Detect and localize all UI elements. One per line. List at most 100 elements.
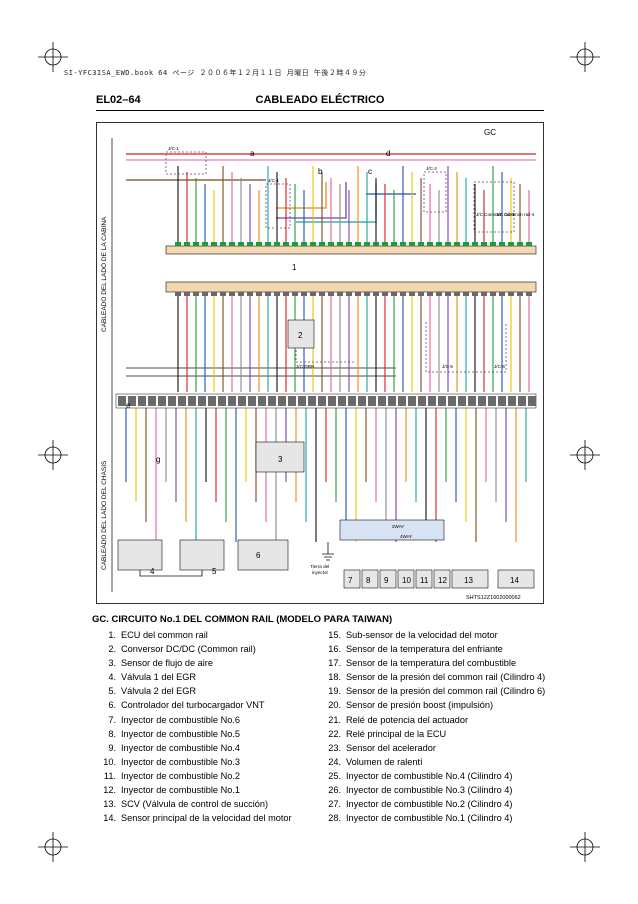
pin-marker	[229, 292, 235, 296]
legend-item-text: Sensor principal de la velocidad del mot…	[121, 813, 292, 824]
pin-marker	[238, 292, 244, 296]
legend-item: 7.Inyector de combustible No.6	[92, 713, 312, 727]
legend-item-text: Inyector de combustible No.1 (Cilindro 4…	[346, 813, 513, 824]
pin-marker	[337, 242, 343, 246]
component-number: 5	[212, 567, 217, 576]
pin-marker	[391, 292, 397, 296]
page-header: EL02–64 CABLEADO ELÉCTRICO	[96, 94, 544, 108]
junction-label: J/C Common rail-3	[476, 212, 515, 217]
injector-box	[397, 569, 415, 589]
legend-item-text: Válvula 2 del EGR	[121, 686, 197, 697]
wire-letter: e	[126, 401, 131, 410]
legend-item-text: Sensor de la temperatura del combustible	[346, 658, 517, 669]
legend-item: 20.Sensor de presión boost (impulsión)	[317, 698, 547, 712]
wire	[276, 182, 327, 209]
junction-label: J/C-6	[494, 364, 505, 369]
pin-marker	[220, 292, 226, 296]
chassis-pin	[518, 396, 526, 406]
pin-marker	[301, 242, 307, 246]
pin-marker	[472, 242, 478, 246]
chassis-pin	[188, 396, 196, 406]
legend-item: 8.Inyector de combustible No.5	[92, 727, 312, 741]
pin-marker	[211, 292, 217, 296]
legend-item: 10.Inyector de combustible No.3	[92, 755, 312, 769]
registration-mark-icon	[570, 832, 600, 862]
diagram-frame	[96, 122, 544, 604]
component-number: 11	[420, 576, 429, 585]
chassis-pin	[168, 396, 176, 406]
legend-item-text: Inyector de combustible No.6	[121, 714, 240, 725]
vnt-controller	[237, 539, 289, 571]
junction-label: J/C Common rail-4	[496, 212, 535, 217]
legend-item-text: Inyector de combustible No.3 (Cilindro 4…	[346, 785, 513, 796]
pin-marker	[355, 242, 361, 246]
component-number: 3	[278, 455, 283, 464]
injector-box	[343, 569, 361, 589]
chassis-pin	[128, 396, 136, 406]
legend-item-number: 26.	[328, 785, 341, 796]
print-mark: SI-YFC3ISA_EWD.book 64 ページ ２００６年１２月１１日 月…	[64, 69, 367, 77]
inner-label: 2WAY	[392, 524, 404, 529]
legend-item-number: 23.	[328, 742, 341, 753]
junction-label: J/C-1	[268, 178, 279, 183]
pin-marker	[400, 242, 406, 246]
pin-marker	[454, 292, 460, 296]
chassis-pin	[138, 396, 146, 406]
speed-sensor-box	[497, 569, 535, 589]
legend-item: 4.Válvula 1 del EGR	[92, 670, 312, 684]
egr-valve-2	[179, 539, 225, 571]
wire-letter: d	[386, 149, 390, 158]
legend-item: 14. Sensor principal de la velocidad del …	[92, 811, 312, 825]
pin-marker	[193, 292, 199, 296]
chassis-pin	[358, 396, 366, 406]
legend-item-text: Inyector de combustible No.5	[121, 728, 240, 739]
legend-item: 5.Válvula 2 del EGR	[92, 684, 312, 698]
chassis-pin	[208, 396, 216, 406]
legend-item: 18.Sensor de la presión del common rail …	[317, 670, 547, 684]
legend-item-text: Inyector de combustible No.4 (Cilindro 4…	[346, 770, 513, 781]
legend-item: 6.Controlador del turbocargador VNT	[92, 698, 312, 712]
legend-item-text: Sensor de la presión del common rail (Ci…	[346, 686, 546, 697]
wire-letter: b	[318, 167, 323, 176]
registration-mark-icon	[570, 42, 600, 72]
pin-marker	[526, 242, 532, 246]
pin-marker	[427, 292, 433, 296]
shield-wire	[425, 322, 507, 373]
legend-item-text: Sensor del acelerador	[346, 742, 436, 753]
legend-item: 21.Relé de potencia del actuador	[317, 713, 547, 727]
pin-marker	[382, 292, 388, 296]
pin-marker	[364, 292, 370, 296]
injector-box	[415, 569, 433, 589]
junction-label: J/C-2	[426, 166, 437, 171]
legend-item: 3.Sensor de flujo de aire	[92, 656, 312, 670]
component-number: 6	[256, 551, 261, 560]
legend-item-number: 6.	[108, 700, 116, 711]
chassis-pin	[398, 396, 406, 406]
legend-item: 15.Sub-sensor de la velocidad del motor	[317, 628, 547, 642]
chassis-pin	[148, 396, 156, 406]
legend-item-number: 24.	[328, 756, 341, 767]
legend-item-text: Sensor de la presión del common rail (Ci…	[346, 672, 546, 683]
pin-marker	[427, 242, 433, 246]
airflow-sensor	[255, 441, 305, 473]
pin-marker	[454, 242, 460, 246]
chassis-side-label: CABLEADO DEL LADO DEL CHASIS	[101, 460, 108, 570]
legend-item-number: 15.	[328, 630, 341, 640]
pin-marker	[319, 242, 325, 246]
chassis-pin	[488, 396, 496, 406]
legend-item-text: Relé principal de la ECU	[346, 728, 447, 739]
egr-valve-1	[117, 539, 163, 571]
pin-marker	[184, 292, 190, 296]
pin-marker	[265, 292, 271, 296]
pin-marker	[238, 242, 244, 246]
chassis-pin	[368, 396, 376, 406]
pin-marker	[184, 242, 190, 246]
chassis-pin	[478, 396, 486, 406]
pin-marker	[274, 242, 280, 246]
legend-item: 19.Sensor de la presión del common rail …	[317, 684, 547, 698]
junction-label: J/C-5	[442, 364, 453, 369]
legend-item-number: 14.	[103, 813, 116, 824]
legend-item-number: 25.	[328, 770, 341, 781]
